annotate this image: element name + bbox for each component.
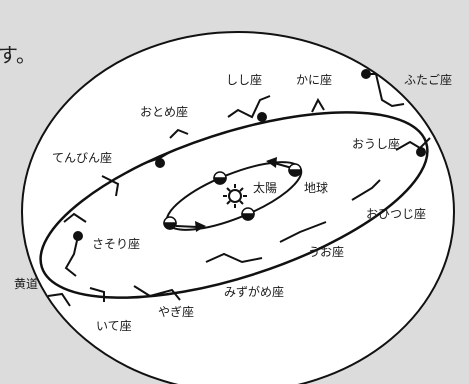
label-libra: てんびん座	[52, 150, 112, 165]
earth-label: 地球	[304, 181, 328, 195]
ecliptic-label: 黄道	[14, 277, 38, 291]
label-virgo: おとめ座	[140, 104, 188, 119]
label-taurus: おうし座	[352, 136, 400, 151]
label-cancer: かに座	[296, 72, 332, 87]
label-gemini: ふたご座	[404, 72, 452, 87]
label-leo: しし座	[226, 72, 262, 87]
label-aries: おひつじ座	[366, 206, 426, 221]
sun-label: 太陽	[253, 180, 277, 195]
label-scorpio: さそり座	[92, 236, 140, 251]
label-sagittarius: いて座	[96, 318, 132, 333]
label-aquarius: みずがめ座	[224, 284, 284, 299]
orbit-arrow-bottom	[176, 226, 198, 227]
label-pisces: うお座	[308, 244, 344, 259]
label-capricorn: やぎ座	[158, 304, 194, 319]
fragment-text: す。	[0, 43, 36, 67]
